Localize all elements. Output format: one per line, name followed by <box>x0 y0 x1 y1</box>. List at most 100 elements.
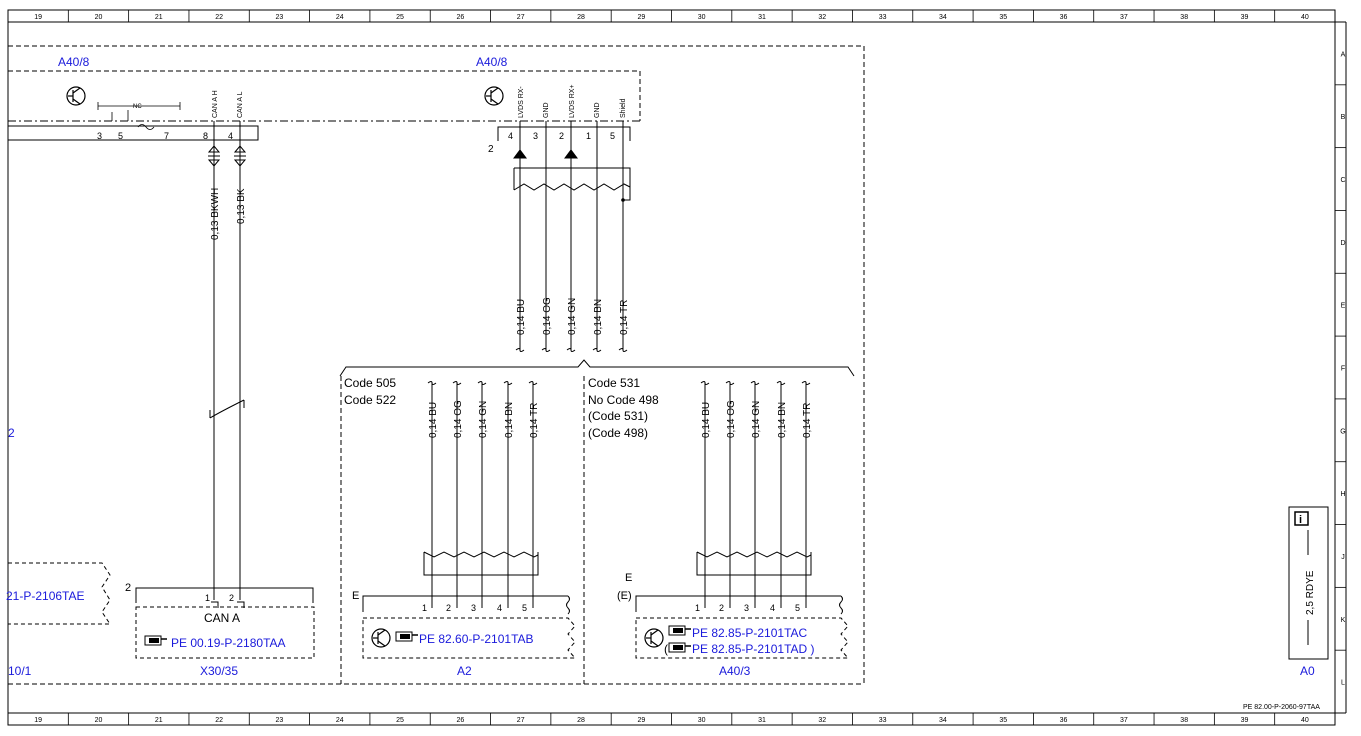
column-number: 33 <box>879 14 887 21</box>
component-label[interactable]: X30/35 <box>200 664 238 678</box>
row-letter: G <box>1340 428 1345 435</box>
pin-number: 2 <box>719 603 724 613</box>
code-label: Code 531 <box>588 376 640 390</box>
column-number: 23 <box>276 14 284 21</box>
column-number: 37 <box>1120 717 1128 724</box>
pin-number: 4 <box>770 603 775 613</box>
column-number: 30 <box>698 717 706 724</box>
column-number: 34 <box>939 717 947 724</box>
column-number: 37 <box>1120 14 1128 21</box>
column-number: 28 <box>577 14 585 21</box>
upper-dashed-area <box>8 45 865 684</box>
column-number: 19 <box>34 717 42 724</box>
column-number: 35 <box>999 14 1007 21</box>
transistor-icon <box>644 628 664 648</box>
component-label[interactable]: 10/1 <box>8 664 32 678</box>
pin-number: 4 <box>228 131 233 141</box>
component-label[interactable]: A2 <box>457 664 472 678</box>
wire-label: 0,14 OG <box>542 297 553 335</box>
shield-junction <box>621 198 625 202</box>
column-number: 21 <box>155 14 163 21</box>
pin-number: 3 <box>744 603 749 613</box>
branch-brace <box>339 359 855 377</box>
right-pin-connector <box>497 126 631 141</box>
pin-number: 4 <box>497 603 502 613</box>
cross-reference-link[interactable]: 21-P-2106TAE <box>6 589 85 603</box>
row-letter: H <box>1340 491 1345 498</box>
column-number: 38 <box>1180 717 1188 724</box>
column-number: 26 <box>456 717 464 724</box>
transistor-icon <box>66 86 86 106</box>
wire-label: 0,14 GN <box>751 401 762 438</box>
wire-label: 0,14 BU <box>701 402 712 438</box>
column-number: 20 <box>95 14 103 21</box>
cross-reference-link[interactable]: PE 82.85-P-2101TAD ) <box>692 642 815 656</box>
wire-label: 0,14 BU <box>516 299 527 335</box>
cross-reference-link[interactable]: PE 00.19-P-2180TAA <box>171 636 286 650</box>
column-number: 30 <box>698 14 706 21</box>
wire-label: 0,14 BN <box>504 402 515 438</box>
column-number: 38 <box>1180 14 1188 21</box>
component-label[interactable]: A40/3 <box>719 664 751 678</box>
pin-number: 7 <box>164 131 169 141</box>
column-number: 34 <box>939 14 947 21</box>
code-label: Code 522 <box>344 393 396 407</box>
connector-label: (E) <box>617 590 632 602</box>
pin-number: 2 <box>559 131 564 141</box>
column-number: 31 <box>758 14 766 21</box>
pin-number: 1 <box>422 603 427 613</box>
connector-label: E <box>625 572 632 584</box>
column-number: 23 <box>276 717 284 724</box>
pin-number: 2 <box>229 593 234 603</box>
code-label: (Code 531) <box>588 409 648 423</box>
column-number: 31 <box>758 717 766 724</box>
pin-number: 3 <box>97 131 102 141</box>
wire-label: 0,14 TR <box>802 403 813 438</box>
column-number: 28 <box>577 717 585 724</box>
pin-number: 1 <box>205 593 210 603</box>
a2-wires <box>423 381 539 608</box>
pin-label: LVDS RX- <box>518 86 525 118</box>
pin-number: 3 <box>533 131 538 141</box>
transistor-icon <box>371 628 391 648</box>
row-letter: C <box>1340 177 1345 184</box>
info-icon[interactable]: i <box>1299 514 1302 526</box>
cross-reference-link[interactable]: PE 82.60-P-2101TAB <box>419 632 534 646</box>
connector-number: 2 <box>125 582 131 594</box>
module-label-a408-right[interactable]: A40/8 <box>476 55 508 69</box>
wire-label: 0,14 GN <box>567 298 578 335</box>
column-number: 27 <box>517 14 525 21</box>
cross-reference[interactable]: 2 <box>8 426 15 440</box>
pin-number: 3 <box>471 603 476 613</box>
transistor-icon <box>484 86 504 106</box>
row-letter: E <box>1341 303 1346 310</box>
pin-number: 1 <box>586 131 591 141</box>
nc-label: NC <box>133 104 142 110</box>
row-letter: B <box>1341 114 1346 121</box>
column-number: 40 <box>1301 717 1309 724</box>
component-label[interactable]: A0 <box>1300 664 1315 678</box>
wire-label: 0,14 TR <box>619 300 630 335</box>
wire-label: 0,14 TR <box>529 403 540 438</box>
wire-label: 0,14 OG <box>726 400 737 438</box>
pin-number: 2 <box>446 603 451 613</box>
hand-pointer-icon <box>668 625 691 636</box>
wire-label: 0,14 GN <box>478 401 489 438</box>
module-label-a408-left[interactable]: A40/8 <box>58 55 90 69</box>
wire-breaks-top <box>515 348 628 352</box>
column-number: 32 <box>818 14 826 21</box>
column-number: 19 <box>34 14 42 21</box>
row-letter: F <box>1341 366 1345 373</box>
pin-label: GND <box>543 102 550 118</box>
pin-number: 8 <box>203 131 208 141</box>
nc-internal-link <box>97 102 181 130</box>
a403-wires <box>696 381 812 608</box>
pin-label-can-a-l: CAN A L <box>237 91 244 118</box>
column-number: 39 <box>1241 717 1249 724</box>
pin-number: 4 <box>508 131 513 141</box>
wire-label: 0,14 OG <box>453 400 464 438</box>
cross-reference-link[interactable]: PE 82.85-P-2101TAC <box>692 626 808 640</box>
hand-pointer-icon <box>668 642 691 653</box>
